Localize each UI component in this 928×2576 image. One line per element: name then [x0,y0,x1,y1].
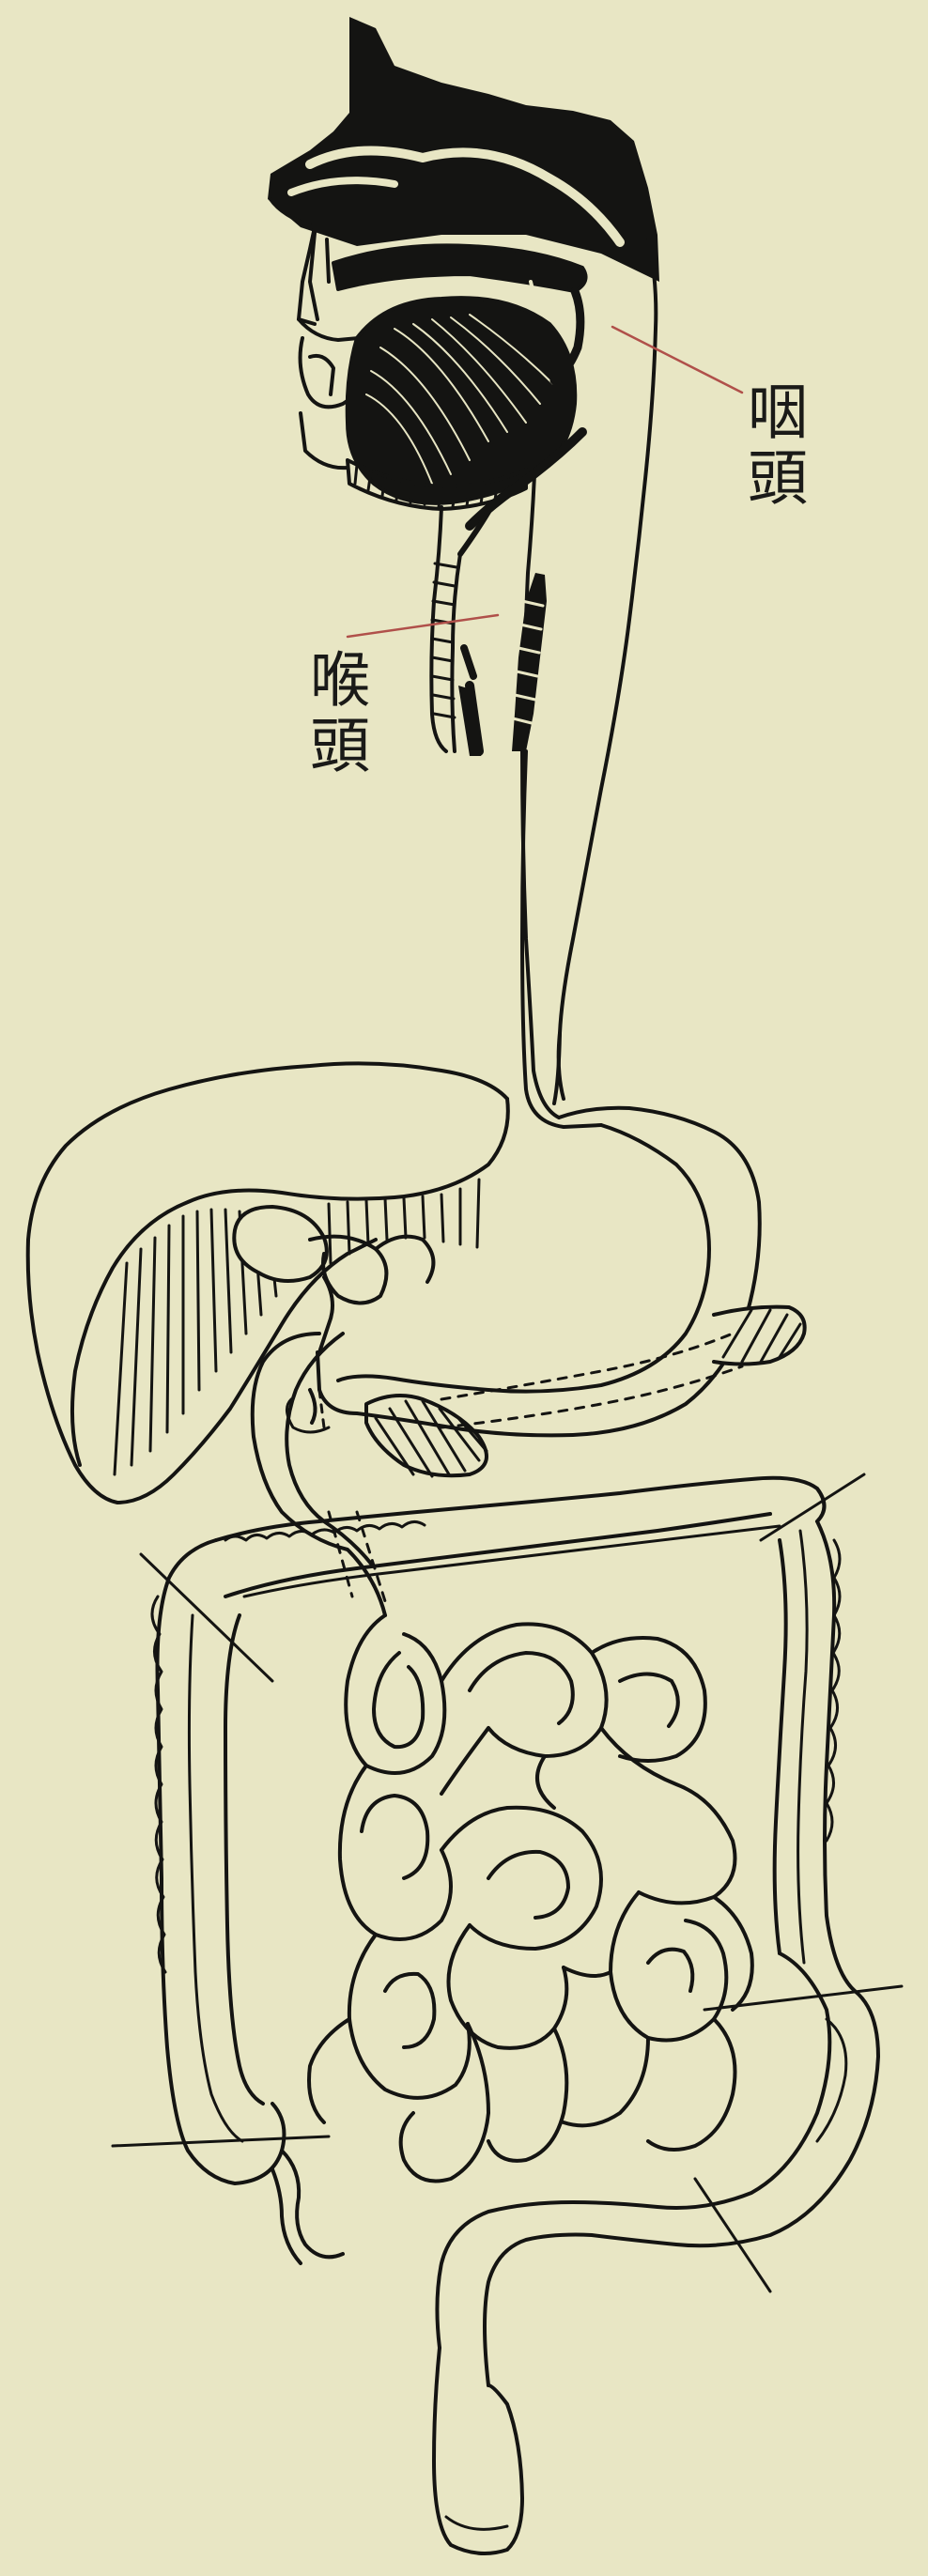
stomach [317,1108,760,1436]
pharynx-leader-line [612,327,742,393]
liver [28,1063,508,1503]
ascending-colon [113,1540,329,2183]
small-intestine [309,1615,752,2182]
trachea [470,573,547,751]
descending-colon [704,1474,902,2010]
sigmoid-colon [437,1953,878,2385]
appendix [272,2151,343,2263]
larynx-leader-line [348,615,498,637]
larynx-label: 喉頭 [304,648,364,779]
rectum [434,2348,522,2553]
hard-palate [333,245,586,301]
transverse-colon [216,1478,825,1597]
pancreas [366,1307,805,1476]
pharynx-label: 咽頭 [742,380,802,512]
